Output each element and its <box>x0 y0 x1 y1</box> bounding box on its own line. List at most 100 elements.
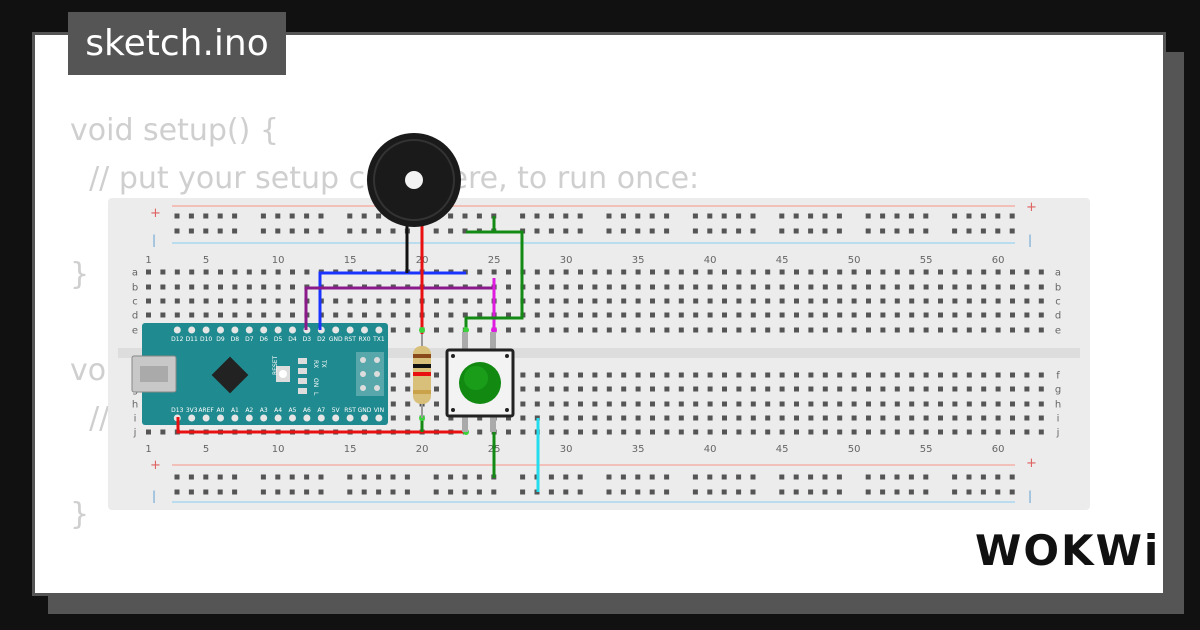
rail-hole[interactable] <box>376 489 382 495</box>
rail-hole[interactable] <box>750 228 756 234</box>
breadboard-hole[interactable] <box>405 415 411 421</box>
breadboard-hole[interactable] <box>866 429 871 435</box>
breadboard-hole[interactable] <box>765 298 771 304</box>
breadboard-hole[interactable] <box>678 415 684 421</box>
rail-hole[interactable] <box>563 474 569 480</box>
breadboard-hole[interactable] <box>650 401 655 407</box>
rail-hole[interactable] <box>707 228 713 234</box>
rail-hole[interactable] <box>692 474 698 480</box>
breadboard-hole[interactable] <box>866 327 871 333</box>
arduino-pin[interactable] <box>303 414 311 422</box>
rail-hole[interactable] <box>995 228 1001 234</box>
breadboard-hole[interactable] <box>736 429 742 435</box>
breadboard-hole[interactable] <box>549 298 555 304</box>
breadboard-hole[interactable] <box>578 269 583 275</box>
breadboard-hole[interactable] <box>736 415 742 421</box>
breadboard-hole[interactable] <box>750 327 756 333</box>
breadboard-hole[interactable] <box>1024 372 1030 378</box>
breadboard-hole[interactable] <box>678 372 684 378</box>
breadboard-hole[interactable] <box>722 269 727 275</box>
breadboard-hole[interactable] <box>894 401 900 407</box>
breadboard-hole[interactable] <box>808 415 814 421</box>
breadboard-hole[interactable] <box>1024 327 1030 333</box>
breadboard-hole[interactable] <box>923 312 929 318</box>
breadboard-hole[interactable] <box>693 386 699 392</box>
rail-hole[interactable] <box>304 213 310 219</box>
breadboard-hole[interactable] <box>1024 401 1030 407</box>
breadboard-hole[interactable] <box>635 429 641 435</box>
breadboard-hole[interactable] <box>851 429 857 435</box>
breadboard-hole[interactable] <box>923 415 929 421</box>
breadboard-hole[interactable] <box>621 269 627 275</box>
breadboard-hole[interactable] <box>563 429 569 435</box>
rail-hole[interactable] <box>865 489 871 495</box>
breadboard-hole[interactable] <box>606 401 612 407</box>
breadboard-hole[interactable] <box>664 386 670 392</box>
breadboard-hole[interactable] <box>779 415 785 421</box>
breadboard-hole[interactable] <box>578 415 583 421</box>
breadboard-hole[interactable] <box>765 386 771 392</box>
breadboard-hole[interactable] <box>880 401 886 407</box>
breadboard-hole[interactable] <box>549 429 555 435</box>
breadboard-hole[interactable] <box>290 269 295 275</box>
breadboard-hole[interactable] <box>779 269 785 275</box>
rail-hole[interactable] <box>721 213 727 219</box>
rail-hole[interactable] <box>318 474 324 480</box>
rail-hole[interactable] <box>736 489 742 495</box>
breadboard-hole[interactable] <box>333 298 339 304</box>
breadboard-hole[interactable] <box>765 327 771 333</box>
breadboard-hole[interactable] <box>822 327 828 333</box>
breadboard-hole[interactable] <box>837 386 843 392</box>
breadboard-hole[interactable] <box>736 386 742 392</box>
breadboard-hole[interactable] <box>520 386 526 392</box>
breadboard-hole[interactable] <box>189 269 195 275</box>
breadboard-hole[interactable] <box>923 284 929 290</box>
breadboard-hole[interactable] <box>635 269 641 275</box>
rail-hole[interactable] <box>347 489 353 495</box>
rail-hole[interactable] <box>462 228 468 234</box>
breadboard-hole[interactable] <box>808 386 814 392</box>
breadboard-hole[interactable] <box>794 327 799 333</box>
breadboard-hole[interactable] <box>390 372 396 378</box>
breadboard-hole[interactable] <box>794 415 799 421</box>
breadboard-hole[interactable] <box>261 312 267 318</box>
breadboard-hole[interactable] <box>1010 327 1015 333</box>
breadboard-hole[interactable] <box>275 312 281 318</box>
arduino-pin[interactable] <box>346 414 354 422</box>
breadboard-hole[interactable] <box>1024 415 1030 421</box>
breadboard-hole[interactable] <box>952 327 958 333</box>
breadboard-hole[interactable] <box>722 312 727 318</box>
breadboard-hole[interactable] <box>923 298 929 304</box>
breadboard-hole[interactable] <box>736 298 742 304</box>
rail-hole[interactable] <box>448 228 454 234</box>
breadboard-hole[interactable] <box>592 415 598 421</box>
breadboard-hole[interactable] <box>894 386 900 392</box>
rail-hole[interactable] <box>649 213 655 219</box>
breadboard-hole[interactable] <box>650 312 655 318</box>
breadboard-hole[interactable] <box>880 415 886 421</box>
rail-hole[interactable] <box>232 474 238 480</box>
arduino-pin[interactable] <box>332 414 340 422</box>
rail-hole[interactable] <box>894 228 900 234</box>
breadboard-hole[interactable] <box>794 386 799 392</box>
rail-hole[interactable] <box>476 213 482 219</box>
breadboard-hole[interactable] <box>563 298 569 304</box>
breadboard-hole[interactable] <box>606 284 612 290</box>
breadboard-hole[interactable] <box>851 372 857 378</box>
rail-hole[interactable] <box>304 489 310 495</box>
breadboard-hole[interactable] <box>722 284 727 290</box>
breadboard-hole[interactable] <box>808 298 814 304</box>
rail-hole[interactable] <box>822 213 828 219</box>
breadboard-hole[interactable] <box>938 298 943 304</box>
rail-hole[interactable] <box>966 213 972 219</box>
rail-hole[interactable] <box>952 489 958 495</box>
breadboard-hole[interactable] <box>981 312 987 318</box>
breadboard-hole[interactable] <box>722 415 727 421</box>
rail-hole[interactable] <box>865 228 871 234</box>
arduino-pin[interactable] <box>202 414 210 422</box>
arduino-pin[interactable] <box>289 414 296 422</box>
rail-hole[interactable] <box>606 489 612 495</box>
breadboard-hole[interactable] <box>506 415 511 421</box>
rail-hole[interactable] <box>188 228 194 234</box>
breadboard-hole[interactable] <box>938 327 943 333</box>
